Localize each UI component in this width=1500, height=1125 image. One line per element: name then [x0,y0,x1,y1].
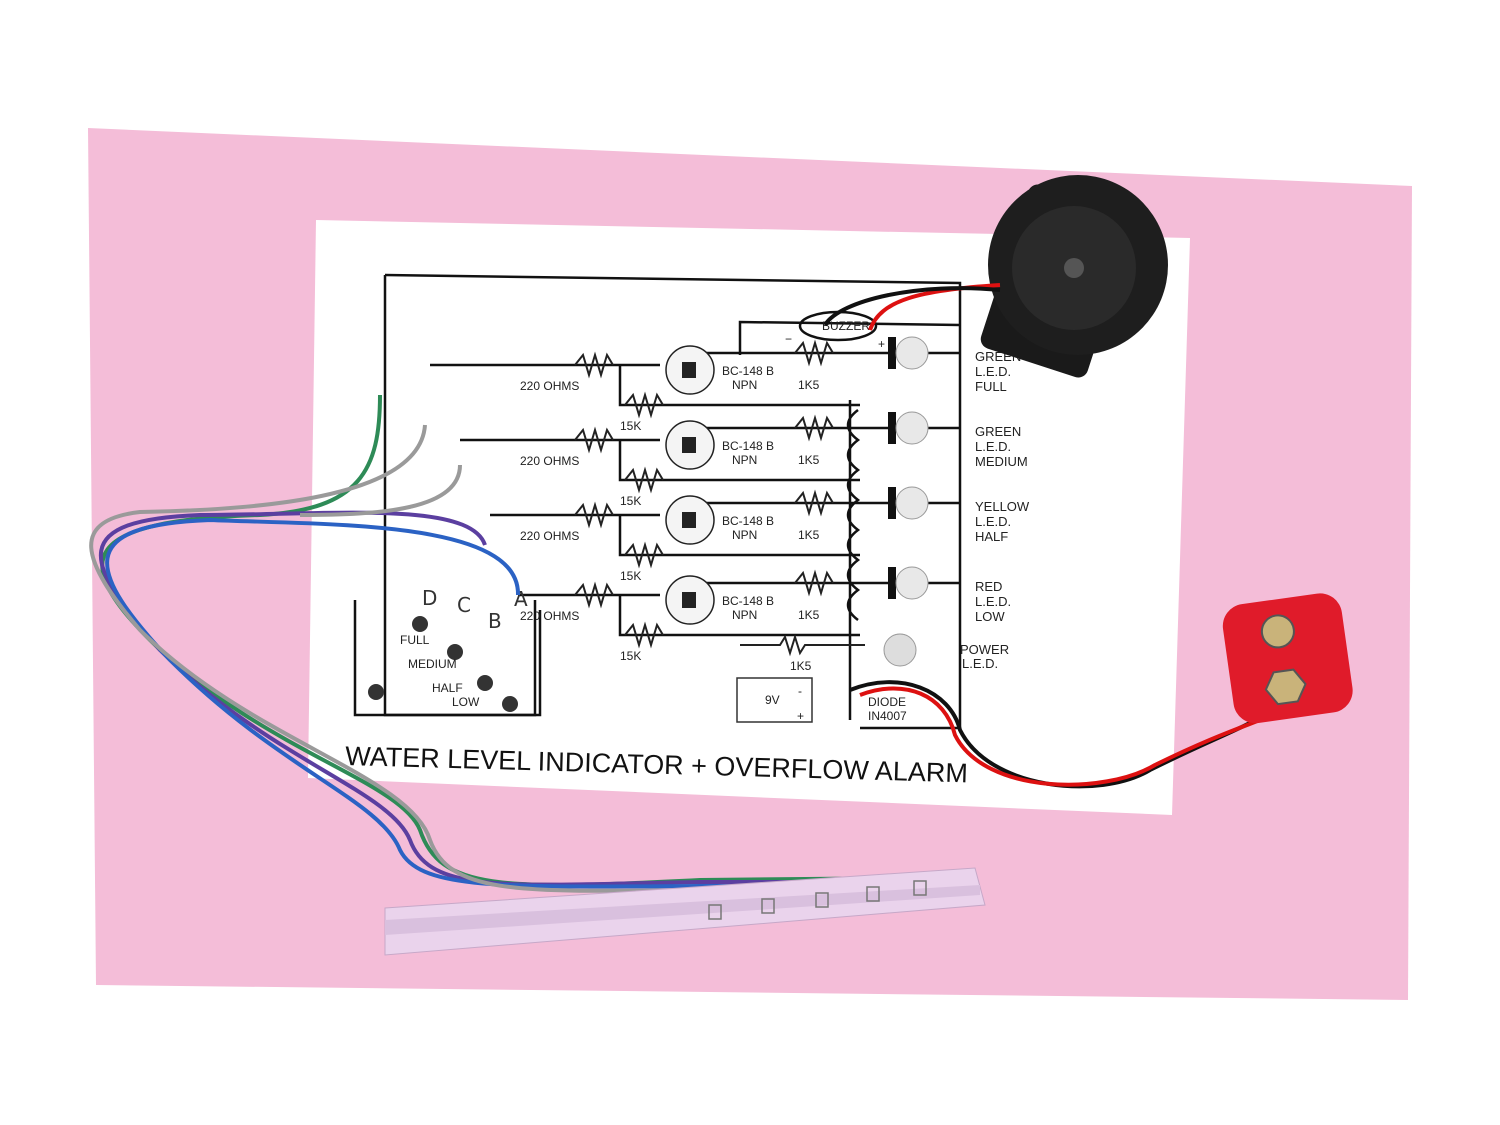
tank-level-label: HALF [432,681,463,695]
pull-resistor [624,541,664,569]
led [895,336,929,370]
battery-plus: + [797,709,804,723]
tank-level-label: MEDIUM [408,657,457,671]
diode-label-2: IN4007 [868,709,907,723]
led-label: FULL [975,379,1007,394]
led-resistor-label: 1K5 [798,528,820,542]
led-label: RED [975,579,1002,594]
base-resistor-label: 220 OHMS [520,379,579,393]
transistor-type-label: NPN [732,608,757,622]
transistor-type-label: NPN [732,453,757,467]
tank-level-label: LOW [452,695,480,709]
power-led-label-2: L.E.D. [962,656,998,671]
led-resistor-label: 1K5 [798,378,820,392]
probe-letter: C [457,593,471,617]
buzzer [980,175,1168,378]
pull-resistor [624,391,664,419]
power-resistor-label: 1K5 [790,659,812,673]
led-label: HALF [975,529,1008,544]
buzzer-minus: − [785,332,792,346]
buzzer-black-wire [823,286,1001,327]
buzzer-label: BUZZER [822,319,870,333]
led-resistor-label: 1K5 [798,453,820,467]
led [895,566,929,600]
led-symbol [888,412,896,444]
probe-contact [708,904,722,920]
led-resistor [794,569,834,597]
led-label: L.E.D. [975,364,1011,379]
led [895,486,929,520]
transistor-body [682,512,696,528]
buzzer-plus: + [878,337,885,351]
transistor-body [682,437,696,453]
led-label: YELLOW [975,499,1030,514]
tank-probe-dot [412,616,428,632]
base-resistor-label: 220 OHMS [520,529,579,543]
led-symbol [888,487,896,519]
led-label: L.E.D. [975,439,1011,454]
led-resistor [794,339,834,367]
tank-common-dot [368,684,384,700]
pull-resistor-label: 15K [620,649,641,663]
led [895,411,929,445]
sensor-wires [89,394,921,893]
power-led [883,633,917,667]
transistor-type-label: NPN [732,528,757,542]
transistor-label: BC-148 B [722,364,774,378]
clip-red-wire [859,686,1266,787]
transistor-body [682,592,696,608]
base-resistor-label: 220 OHMS [520,454,579,468]
probe-contact [815,892,829,908]
base-resistor [574,581,614,609]
base-resistor [574,501,614,529]
tank-level-label: FULL [400,633,430,647]
tank-outline [353,600,537,717]
transistor-label: BC-148 B [722,594,774,608]
base-resistor [574,351,614,379]
tank-probe-dot [502,696,518,712]
tank-probe-dot [477,675,493,691]
led-label: L.E.D. [975,514,1011,529]
led-label: L.E.D. [975,594,1011,609]
led-resistor [794,489,834,517]
battery-label: 9V [765,693,780,707]
led-symbol [888,337,896,369]
led-resistor-label: 1K5 [798,608,820,622]
transistor-body [682,362,696,378]
water-level-probe-strip [384,867,986,956]
circuit-paper [308,220,1190,815]
tank-probe-dot [447,644,463,660]
probe-contact [866,886,880,902]
led-label: MEDIUM [975,454,1028,469]
pull-resistor [624,621,664,649]
transistor-type-label: NPN [732,378,757,392]
pull-resistor-label: 15K [620,419,641,433]
pull-resistor [624,466,664,494]
led-label: GREEN [975,424,1021,439]
base-resistor-label: 220 OHMS [520,609,579,623]
pull-resistor-label: 15K [620,494,641,508]
power-led-label-1: POWER [960,642,1009,657]
transistor-label: BC-148 B [722,514,774,528]
battery-snap-clip [1222,593,1353,724]
led-symbol [888,567,896,599]
pull-resistor-label: 15K [620,569,641,583]
probe-letter: D [422,586,437,610]
base-resistor [574,426,614,454]
led-label: LOW [975,609,1005,624]
led-resistor [794,414,834,442]
diode-label-1: DIODE [868,695,906,709]
battery-symbol [736,677,813,723]
probe-contact [761,898,775,914]
probe-letter: B [488,609,502,633]
transistor-label: BC-148 B [722,439,774,453]
probe-contact [913,880,927,896]
battery-minus: - [798,684,802,698]
